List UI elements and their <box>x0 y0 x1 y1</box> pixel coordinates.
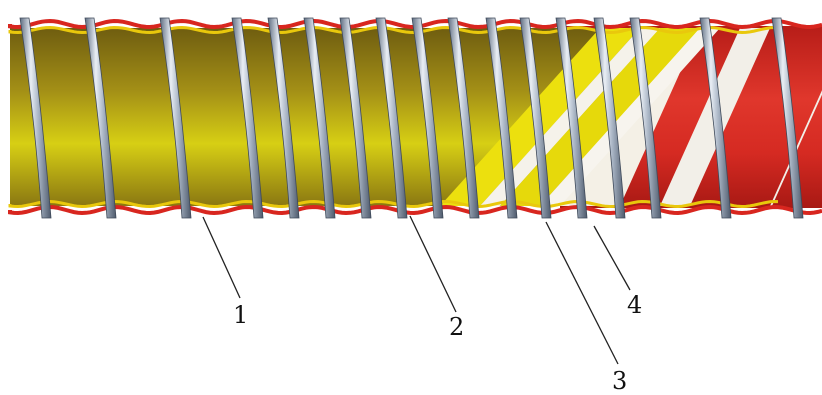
callout-line-1 <box>203 217 240 298</box>
callout-line-4 <box>594 226 630 290</box>
callout-label-4: 4 <box>627 293 642 317</box>
callout-label-2: 2 <box>449 315 464 339</box>
callout-label-1: 1 <box>233 303 248 327</box>
callout-line-2 <box>410 216 456 312</box>
callout-lines <box>203 216 630 364</box>
callout-line-3 <box>546 222 618 364</box>
callout-label-3: 3 <box>612 369 627 393</box>
